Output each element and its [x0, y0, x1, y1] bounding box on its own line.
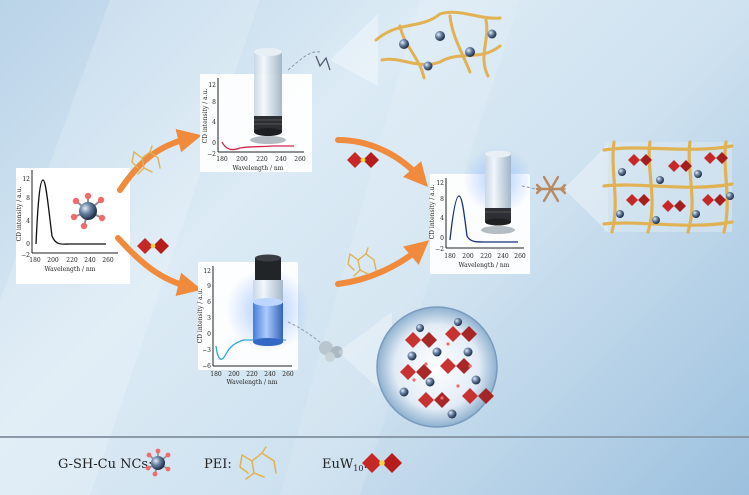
x-tick: 180 — [29, 257, 41, 264]
y-tick: 12 — [22, 176, 30, 183]
euw-ncs-assembly-sphere — [376, 306, 498, 428]
vial-right — [481, 150, 515, 234]
x-axis-label: Wavelength / nm — [232, 165, 283, 172]
y-tick: 0 — [212, 140, 216, 147]
y-tick: 3 — [207, 315, 211, 322]
y-tick: 8 — [26, 195, 30, 202]
x-tick: 200 — [47, 257, 59, 264]
zoom-cone-top — [330, 14, 378, 86]
arrow-bottom-to-right — [335, 240, 430, 287]
legend: G-SH-Cu NCs: PEI: EuW10: — [58, 446, 402, 480]
y-tick: 8 — [212, 99, 216, 106]
x-tick: 240 — [497, 253, 509, 260]
arrow-top-to-right — [335, 137, 428, 188]
legend-euw-base: EuW — [322, 457, 354, 472]
tiny-pei-strands — [315, 55, 331, 71]
y-tick: 12 — [208, 82, 216, 89]
x-tick: 220 — [256, 156, 268, 163]
y-axis-label: CD intensity / a.u. — [429, 185, 436, 240]
y-axis-label: CD intensity / a.u. — [202, 89, 209, 144]
legend-pei-label: PEI: — [204, 457, 232, 472]
small-aggregate-spheres — [319, 341, 343, 362]
y-tick: 12 — [203, 268, 211, 275]
x-tick: 180 — [444, 253, 456, 260]
y-tick: 8 — [440, 196, 444, 203]
euw-icon-transition — [347, 152, 379, 168]
y-tick: −2 — [21, 252, 30, 259]
cd-curve-euw — [215, 339, 286, 360]
y-tick: −2 — [435, 246, 444, 253]
x-tick: 260 — [294, 156, 306, 163]
y-tick: 0 — [207, 331, 211, 338]
x-axis-label: Wavelength / nm — [44, 266, 95, 273]
process-arrows — [115, 129, 430, 296]
snowflake-aggregate-icon — [535, 175, 567, 203]
x-tick: 180 — [210, 371, 222, 378]
zoom-cone-right — [564, 144, 608, 232]
x-tick: 260 — [282, 371, 294, 378]
cd-curve-pei — [221, 141, 294, 151]
network-nc-spheres — [399, 29, 497, 71]
y-tick: 0 — [26, 241, 30, 248]
pei-icon-transition — [347, 247, 377, 277]
legend-euw-subscript: 10 — [353, 464, 363, 473]
y-axis-label: CD intensity / a.u. — [197, 289, 204, 344]
cd-curve-ncs — [35, 179, 106, 245]
plot-panel — [16, 168, 130, 284]
legend-ncs-label: G-SH-Cu NCs: — [58, 457, 152, 472]
arrow-ncs-to-top — [117, 129, 202, 193]
pei-euw-ncs-framework — [602, 140, 734, 234]
y-tick: 4 — [212, 119, 216, 126]
legend-euw-icon — [362, 453, 402, 473]
x-tick: 240 — [264, 371, 276, 378]
y-tick: 4 — [440, 215, 444, 222]
y-tick: 6 — [207, 299, 211, 306]
cd-curve-ternary — [449, 195, 518, 243]
y-axis-label: CD intensity / a.u. — [16, 187, 23, 242]
zoom-pointer-right — [521, 185, 537, 190]
x-axis-label: Wavelength / nm — [458, 262, 509, 269]
euw-icon-small — [137, 238, 169, 254]
x-tick: 200 — [228, 371, 240, 378]
x-tick: 260 — [102, 257, 114, 264]
vial-blue — [253, 254, 283, 346]
x-tick: 220 — [66, 257, 78, 264]
x-axis-label: Wavelength / nm — [226, 379, 277, 386]
cd-plot-ncs: 12 8 4 0 −2 180 200 220 240 260 Waveleng… — [16, 168, 130, 284]
legend-ncs-icon — [145, 448, 171, 477]
pei-ncs-network — [374, 10, 502, 80]
y-tick: −2 — [207, 151, 216, 158]
y-tick: 12 — [436, 180, 444, 187]
x-tick: 180 — [216, 156, 228, 163]
x-tick: 220 — [246, 371, 258, 378]
pei-icon-small — [131, 145, 161, 175]
x-tick: 260 — [514, 253, 526, 260]
vial-clear — [250, 48, 286, 144]
zoom-pointer-top — [287, 51, 321, 71]
arrow-ncs-to-bottom — [115, 235, 202, 296]
x-tick: 200 — [236, 156, 248, 163]
y-tick: −6 — [202, 363, 211, 370]
x-tick: 240 — [84, 257, 96, 264]
y-tick: 9 — [207, 283, 211, 290]
x-tick: 240 — [275, 156, 287, 163]
ncs-molecule-icon — [70, 192, 106, 230]
y-tick: 0 — [440, 235, 444, 242]
y-tick: 4 — [26, 218, 30, 225]
x-tick: 220 — [480, 253, 492, 260]
x-tick: 200 — [462, 253, 474, 260]
legend-pei-icon — [239, 446, 277, 480]
y-tick: −3 — [202, 347, 211, 354]
